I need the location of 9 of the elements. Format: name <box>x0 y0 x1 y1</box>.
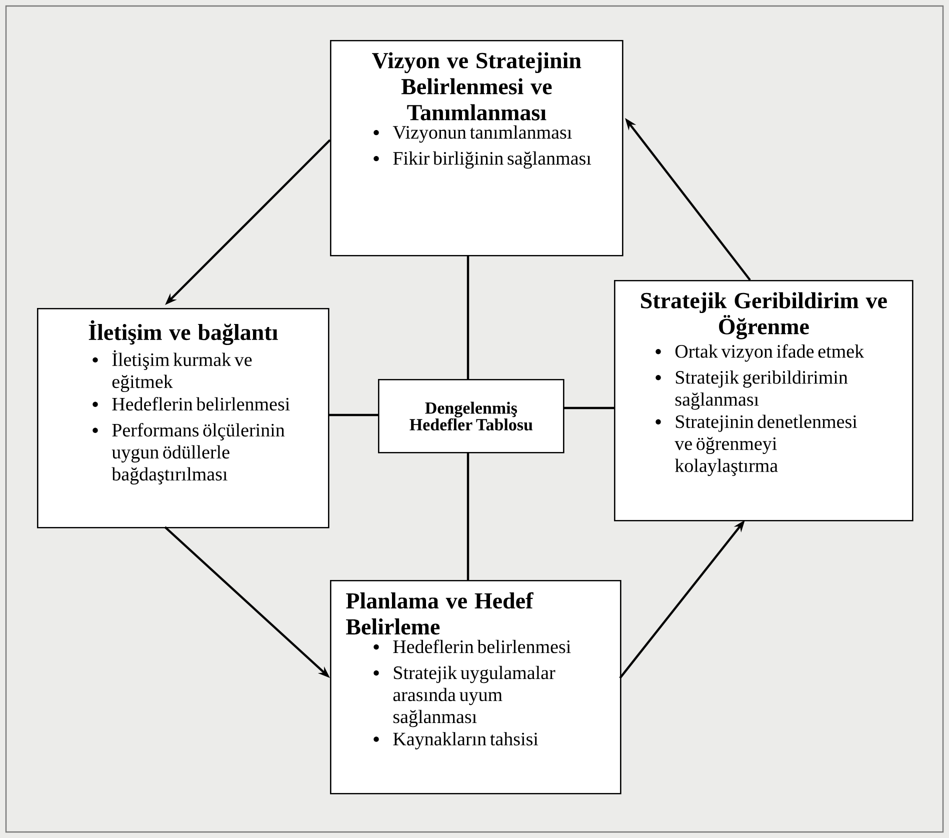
connector-line <box>328 414 378 416</box>
connector-line <box>466 255 470 379</box>
process-box: Planlama ve Hedef Belirleme Hedeflerin belirlenmesi Stratejik uygulamalar arasında uyum sağlanması Kaynakların tahsisi <box>330 580 622 794</box>
connector-line <box>466 452 470 580</box>
process-box: İletişim ve bağlantı İletişim kurmak ve eğitmek Hedeflerin belirlenmesi Performans ölçülerinin uygun ödüllerle bağdaştırılması <box>37 308 330 528</box>
connector-line <box>563 406 614 410</box>
center-box: Dengelenmiş Hedefler Tablosu <box>378 379 564 454</box>
process-box: Vizyon ve Stratejinin Belirlenmesi ve Tanımlanması Vizyonun tanımlanması Fikir birliğinin sağlanması <box>330 40 624 256</box>
process-box: Stratejik Geribildirim ve Öğrenme Ortak vizyon ifade etmek Stratejik geribildirimin sağlanması Stratejinin denetlenmesi ve öğrenmeyi kolaylaştırma <box>614 280 914 522</box>
